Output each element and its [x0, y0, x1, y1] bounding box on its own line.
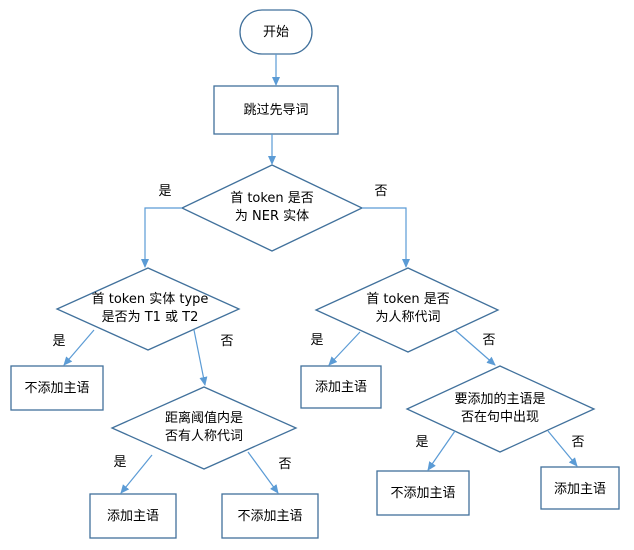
outcome-no-add-subject-1: 不添加主语	[10, 365, 104, 411]
outcome-add-subject-2: 添加主语	[89, 493, 177, 539]
decision-entity-type-line2: 是否为 T1 或 T2	[102, 310, 199, 325]
edge-label-subject-no: 否	[571, 435, 584, 450]
decision-pronoun-line1: 首 token 是否	[366, 292, 450, 307]
decision-pronoun: 首 token 是否 为人称代词	[314, 267, 500, 353]
arrow-distance-no	[247, 451, 279, 494]
skip-leading-words-label: 跳过先导词	[243, 103, 308, 118]
decision-first-token-ner-line1: 首 token 是否	[230, 191, 314, 206]
edge-label-distance-yes: 是	[113, 455, 126, 470]
arrow-subject-yes	[427, 430, 456, 471]
outcome-no-add-subject-3-label: 不添加主语	[390, 486, 455, 501]
arrow-ner-yes	[141, 207, 182, 268]
decision-subject-in-sentence: 要添加的主语是 否在句中出现	[405, 365, 596, 453]
start-label: 开始	[263, 25, 289, 40]
arrow-distance-yes	[120, 454, 153, 494]
arrow-subject-no	[547, 430, 578, 467]
decision-subject-in-sentence-line1: 要添加的主语是	[454, 391, 545, 407]
outcome-no-add-subject-2-label: 不添加主语	[237, 509, 302, 524]
edge-label-subject-yes: 是	[415, 435, 428, 450]
edge-label-type-yes: 是	[52, 334, 65, 349]
edge-label-type-no: 否	[220, 334, 233, 349]
skip-leading-words-box: 跳过先导词	[213, 85, 339, 135]
decision-distance-threshold-line2: 否有人称代词	[165, 429, 243, 444]
outcome-add-subject-3: 添加主语	[540, 466, 620, 510]
outcome-no-add-subject-1-label: 不添加主语	[24, 381, 89, 396]
arrow-ner-no	[362, 207, 410, 268]
edge-label-distance-no: 否	[278, 457, 291, 472]
edge-label-ner-no: 否	[374, 184, 387, 199]
outcome-add-subject-3-label: 添加主语	[554, 482, 606, 497]
decision-distance-threshold-line1: 距离阈值内是	[165, 410, 243, 426]
arrow-type-no	[193, 329, 208, 386]
outcome-no-add-subject-3: 不添加主语	[376, 470, 470, 516]
decision-subject-in-sentence-line2: 否在句中出现	[461, 410, 539, 425]
arrow-pronoun-no	[454, 329, 496, 366]
outcome-add-subject-1: 添加主语	[300, 365, 382, 409]
outcome-no-add-subject-2: 不添加主语	[221, 493, 319, 539]
decision-first-token-ner-line2: 为 NER 实体	[235, 209, 309, 224]
edge-label-ner-yes: 是	[158, 184, 171, 199]
decision-entity-type-line1: 首 token 实体 type	[92, 292, 209, 307]
decision-entity-type: 首 token 实体 type 是否为 T1 或 T2	[55, 267, 241, 351]
outcome-add-subject-2-label: 添加主语	[107, 509, 159, 524]
edge-label-pronoun-yes: 是	[310, 333, 323, 348]
decision-distance-threshold: 距离阈值内是 否有人称代词	[110, 386, 298, 470]
outcome-add-subject-1-label: 添加主语	[315, 380, 367, 395]
decision-first-token-ner: 首 token 是否 为 NER 实体	[180, 164, 364, 252]
arrow-type-yes	[63, 329, 95, 366]
start-node: 开始	[239, 9, 313, 55]
decision-pronoun-line2: 为人称代词	[375, 310, 440, 325]
edge-label-pronoun-no: 否	[482, 333, 495, 348]
arrow-pronoun-yes	[328, 331, 361, 366]
